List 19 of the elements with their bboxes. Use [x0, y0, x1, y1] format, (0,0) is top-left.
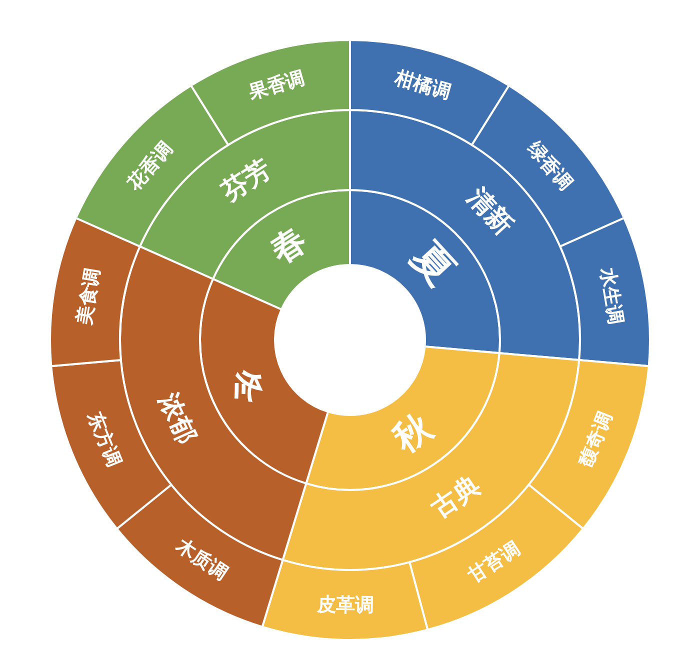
segment-label: 柑橘调: [392, 66, 454, 104]
segment-label: 水生调: [596, 266, 627, 326]
segment-label: 花香调: [123, 137, 177, 195]
segment-label: 芬芳: [216, 154, 276, 208]
segment-label: 夏: [402, 234, 464, 294]
segment-label: 皮革调: [316, 593, 374, 616]
segment-label: 东方调: [83, 408, 126, 470]
segment-label: 果香调: [246, 66, 308, 104]
segment-label: 浓郁: [152, 388, 202, 449]
segment-label: 甘苔调: [464, 538, 524, 587]
segment-label: 美食调: [73, 266, 104, 326]
segment-label: 绿香调: [523, 137, 577, 195]
segment-label: 馥奇调: [574, 408, 617, 470]
segment-label: 秋: [386, 406, 440, 460]
segment-label: 木质调: [172, 534, 232, 585]
segment-label: 古典: [426, 470, 486, 524]
segment-label: 冬: [222, 362, 273, 410]
segment-label: 春: [264, 220, 314, 272]
segment-label: 清新: [461, 182, 519, 241]
